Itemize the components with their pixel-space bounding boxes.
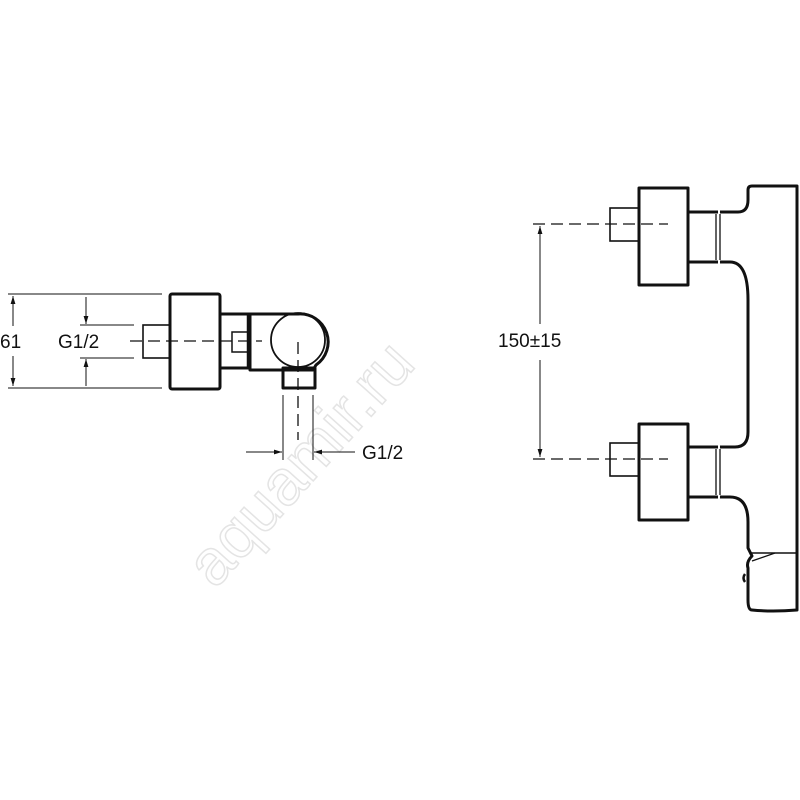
elbow-body: [248, 312, 330, 372]
upper-eccentric-nut: [637, 186, 690, 287]
inlet-thread-label: G1/2: [58, 332, 99, 353]
handle-knob: [742, 573, 747, 583]
depth-dimension-label: 61: [0, 332, 21, 353]
lower-eccentric-nut: [637, 422, 690, 522]
front-view: 150±15: [498, 184, 799, 613]
inner-fitting: [231, 331, 249, 353]
connectors: [688, 210, 718, 499]
side-view: 61 G1/2 G1/2: [0, 292, 403, 464]
elbow-circle: [270, 312, 326, 368]
thermostat-body: [720, 184, 799, 613]
spacing-dimension-label: 150±15: [498, 331, 561, 352]
outlet-nipple: [281, 366, 317, 390]
outlet-thread-label: G1/2: [362, 443, 403, 464]
connector: [220, 312, 250, 370]
